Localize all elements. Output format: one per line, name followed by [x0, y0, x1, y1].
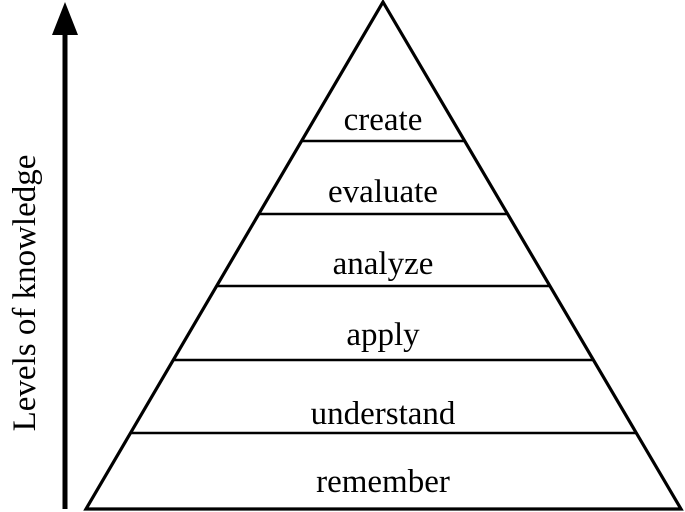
axis-arrow-head	[52, 2, 78, 35]
pyramid-level-evaluate: evaluate	[328, 174, 438, 210]
pyramid-dividers	[130, 139, 637, 435]
pyramid-level-remember: remember	[316, 464, 450, 500]
levels-of-knowledge-axis	[52, 2, 78, 509]
pyramid-level-understand: understand	[311, 396, 456, 432]
axis-label: Levels of knowledge	[7, 155, 43, 432]
pyramid-level-create: create	[344, 102, 423, 138]
pyramid-outline	[83, 0, 684, 511]
pyramid-level-apply: apply	[346, 317, 420, 353]
pyramid-level-analyze: analyze	[333, 246, 434, 282]
